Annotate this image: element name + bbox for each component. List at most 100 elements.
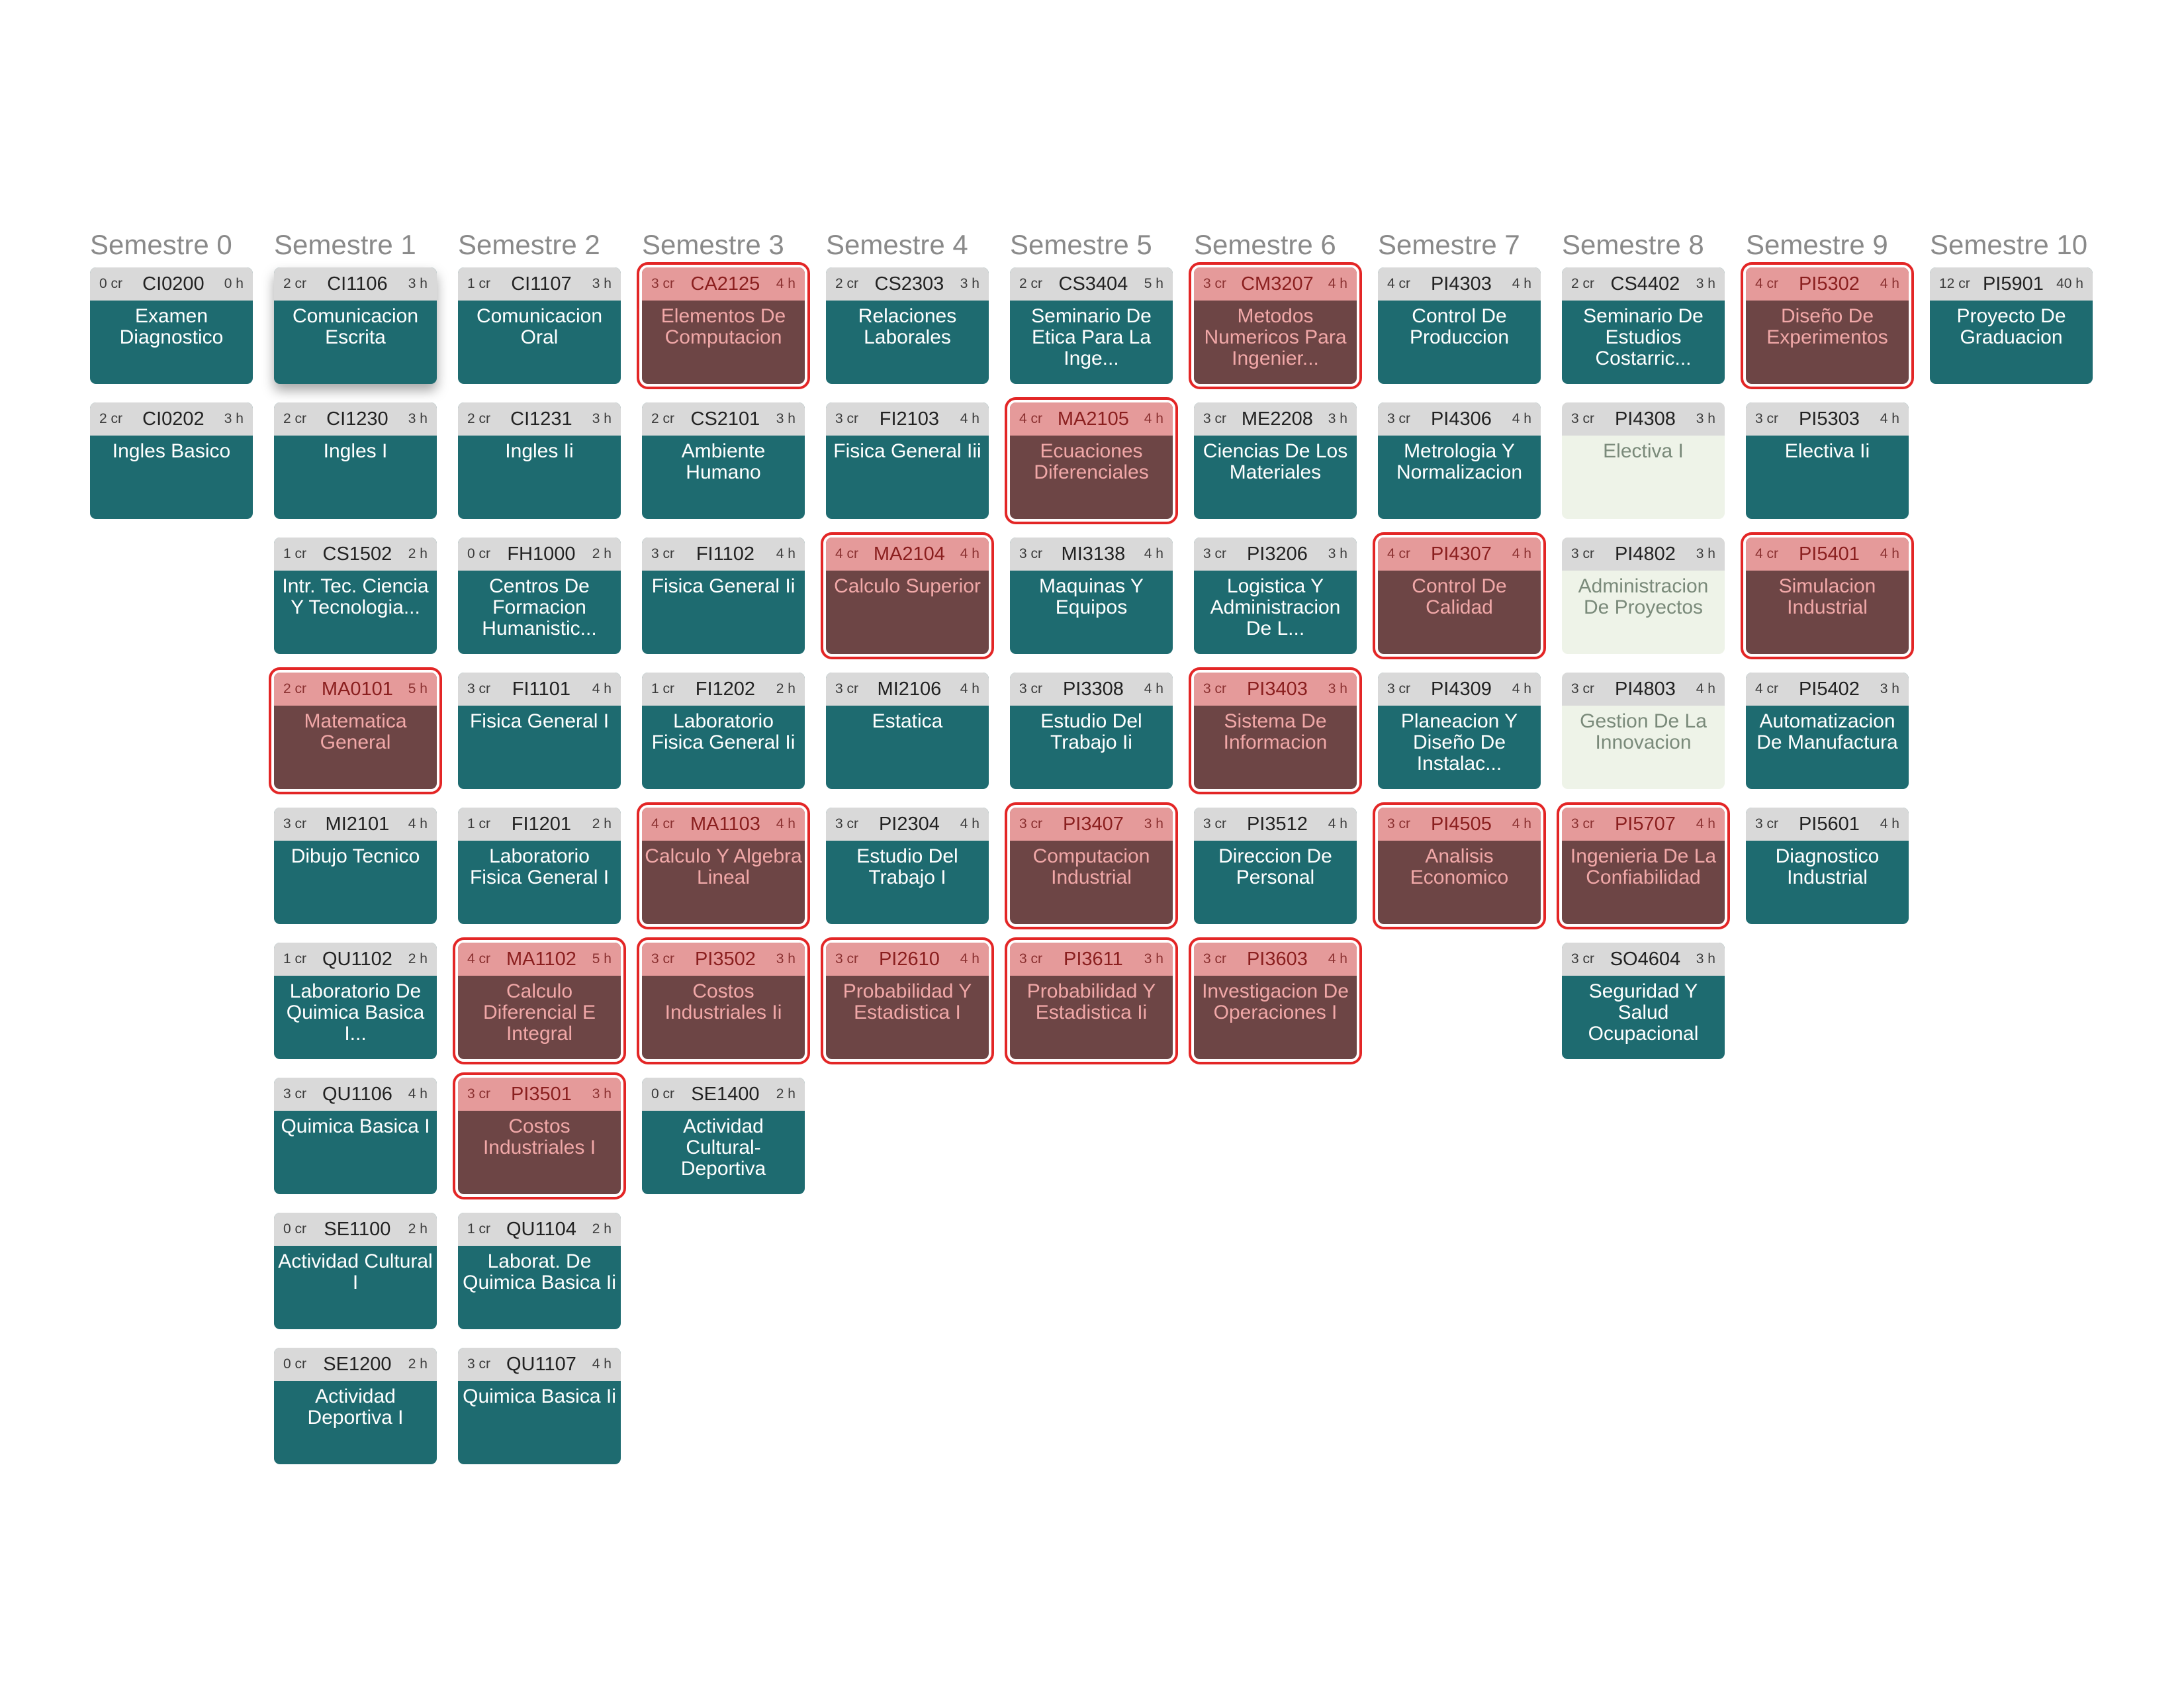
course-hours: 2 h: [592, 546, 612, 561]
course-hours: 2 h: [592, 1221, 612, 1237]
course-code: PI4306: [1430, 408, 1492, 430]
course-hours: 3 h: [408, 411, 428, 426]
course-credits: 2 cr: [1019, 276, 1043, 291]
course-name: Calculo Diferencial E Integral: [482, 980, 596, 1045]
semester-title: Semestre 5: [1010, 229, 1152, 260]
course-name: Computacion Industrial: [1032, 845, 1150, 888]
course-code: QU1106: [322, 1083, 392, 1105]
course-name: Ambiente Humano: [681, 440, 766, 483]
course-credits: 3 cr: [1203, 681, 1227, 696]
course-card-ma1102[interactable]: 4 cr MA1102 5 h Calculo Diferencial E Integ…: [453, 937, 626, 1064]
course-credits: 4 cr: [467, 951, 491, 966]
course-hours: 4 h: [960, 546, 979, 561]
course-hours: 3 h: [1880, 681, 1899, 696]
course-code: CI1231: [510, 408, 572, 430]
course-code: PI3206: [1246, 543, 1308, 565]
course-credits: 3 cr: [1203, 816, 1227, 831]
course-hours: 4 h: [960, 411, 979, 426]
course-name: Seminario De Estudios Costarric...: [1583, 305, 1704, 369]
course-credits: 3 cr: [835, 951, 859, 966]
course-code: PI5901: [1982, 273, 2044, 295]
course-credits: 3 cr: [835, 411, 859, 426]
course-credits: 1 cr: [651, 681, 675, 696]
course-code: PI5401: [1798, 543, 1860, 565]
course-hours: 4 h: [1144, 681, 1163, 696]
course-name: Calculo Y Algebra Lineal: [645, 845, 802, 888]
course-hours: 5 h: [592, 951, 612, 966]
course-code: MA1102: [506, 948, 576, 970]
course-code: CS2101: [690, 408, 760, 430]
